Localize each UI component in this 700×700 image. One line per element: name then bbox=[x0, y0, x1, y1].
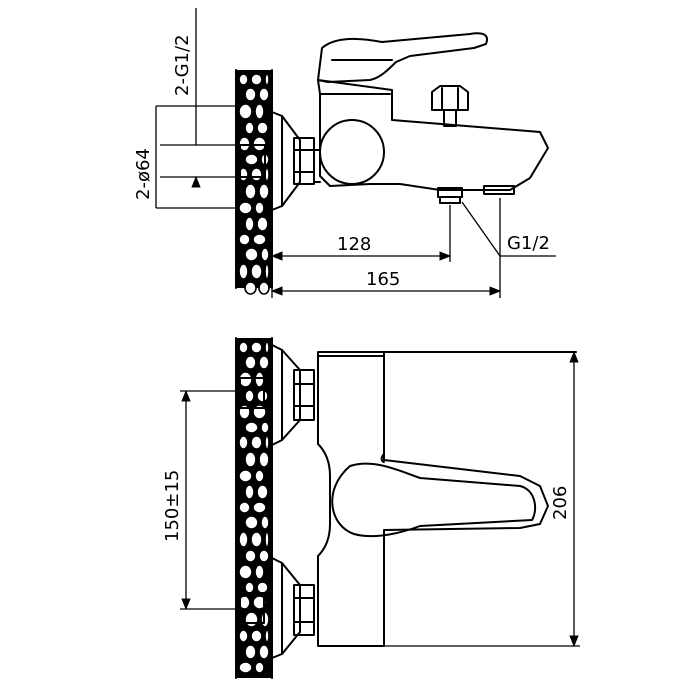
wall-stone bbox=[244, 87, 257, 102]
lower-inlet bbox=[239, 557, 315, 659]
wall-stone bbox=[250, 263, 263, 280]
wall-stone bbox=[258, 87, 270, 102]
wall-stone bbox=[244, 216, 255, 232]
front-view: 150±15 206 bbox=[162, 337, 580, 679]
wall-stone bbox=[252, 233, 267, 246]
wall-stone bbox=[264, 435, 270, 450]
wall-stone bbox=[238, 531, 249, 548]
wall-stone bbox=[244, 484, 255, 500]
wall-stone bbox=[244, 281, 257, 295]
wall-stone bbox=[244, 183, 257, 200]
dimension-lines-side bbox=[155, 8, 556, 298]
wall-section-bottom bbox=[235, 337, 273, 679]
wall-stone bbox=[238, 103, 253, 120]
wall-stone bbox=[250, 341, 263, 354]
wall-stone bbox=[238, 629, 249, 643]
wall-stone bbox=[250, 435, 263, 450]
wall-stone bbox=[244, 611, 259, 628]
wall-stone bbox=[250, 73, 263, 86]
wall-stone bbox=[256, 121, 269, 135]
wall-stone bbox=[254, 201, 265, 215]
wall-stone bbox=[260, 515, 270, 530]
wall-stone bbox=[258, 451, 270, 468]
wall-stone bbox=[238, 233, 251, 246]
mixer-body bbox=[313, 79, 549, 191]
wall-stone bbox=[238, 661, 253, 674]
wall-stone bbox=[250, 531, 263, 548]
wall-stone bbox=[264, 629, 270, 643]
wall-stone bbox=[264, 73, 270, 86]
wall-stone bbox=[256, 389, 269, 403]
wall-stone bbox=[260, 421, 270, 434]
spout-distance-label: 128 bbox=[337, 234, 371, 255]
wall-stone bbox=[238, 435, 249, 450]
wall-stone bbox=[258, 183, 270, 200]
wall-stone bbox=[244, 247, 259, 262]
wall-stone bbox=[252, 595, 267, 610]
wall-stone bbox=[258, 549, 270, 563]
wall-stone bbox=[250, 629, 263, 643]
wall-stone bbox=[238, 201, 253, 215]
shower-distance-label: 165 bbox=[366, 269, 400, 290]
wall-stone bbox=[244, 549, 257, 563]
inlet-centers-label: 150±15 bbox=[162, 470, 183, 542]
wall-stone bbox=[254, 371, 265, 388]
wall-stone bbox=[244, 581, 255, 594]
wall-stone bbox=[244, 451, 257, 468]
wall-stone bbox=[244, 644, 257, 660]
wall-stone bbox=[254, 469, 265, 483]
wall-stone bbox=[258, 281, 270, 295]
wall-stone bbox=[264, 341, 270, 354]
wall-stone bbox=[250, 167, 263, 182]
side-view: 2-G1/2 2-ø64 128 165 G1/2 bbox=[133, 8, 556, 298]
wall-stone bbox=[244, 121, 255, 135]
wall-stone bbox=[256, 581, 269, 594]
lever-handle-front bbox=[331, 462, 537, 538]
lever-handle bbox=[317, 32, 488, 83]
wall-stone bbox=[238, 501, 251, 514]
wall-flange bbox=[271, 111, 301, 211]
wall-stone bbox=[244, 515, 259, 530]
wall-stone bbox=[244, 389, 255, 403]
wall-stone bbox=[238, 469, 253, 483]
hex-nut bbox=[293, 137, 315, 185]
diverter-knob bbox=[431, 85, 469, 127]
wall-stone bbox=[254, 661, 265, 674]
inlet-pipe bbox=[239, 144, 266, 178]
inlet-thread-label: 2-G1/2 bbox=[172, 34, 193, 96]
mixer-body-front bbox=[317, 351, 577, 647]
shower-outlet bbox=[483, 185, 515, 195]
wall-stone bbox=[252, 501, 267, 514]
wall-stone bbox=[244, 421, 259, 434]
upper-inlet bbox=[239, 344, 315, 446]
wall-stone bbox=[254, 103, 265, 120]
spout-outlet bbox=[437, 187, 463, 204]
inlet-diameter-label: 2-ø64 bbox=[133, 148, 154, 200]
height-label: 206 bbox=[550, 486, 571, 520]
wall-stone bbox=[258, 355, 270, 370]
wall-stone bbox=[260, 247, 270, 262]
wall-section-top bbox=[235, 69, 273, 295]
wall-stone bbox=[254, 564, 265, 580]
wall-stone bbox=[238, 341, 249, 354]
wall-stone bbox=[258, 644, 270, 660]
wall-stone bbox=[256, 484, 269, 500]
dimension-lines-front bbox=[180, 350, 580, 648]
wall-stone bbox=[238, 263, 249, 280]
wall-stone bbox=[264, 263, 270, 280]
wall-stone bbox=[244, 153, 259, 166]
wall-stone bbox=[238, 73, 249, 86]
wall-stone bbox=[264, 531, 270, 548]
wall-stone bbox=[238, 564, 253, 580]
wall-stone bbox=[256, 216, 269, 232]
wall-stone bbox=[244, 355, 257, 370]
shower-thread-label: G1/2 bbox=[507, 233, 550, 254]
